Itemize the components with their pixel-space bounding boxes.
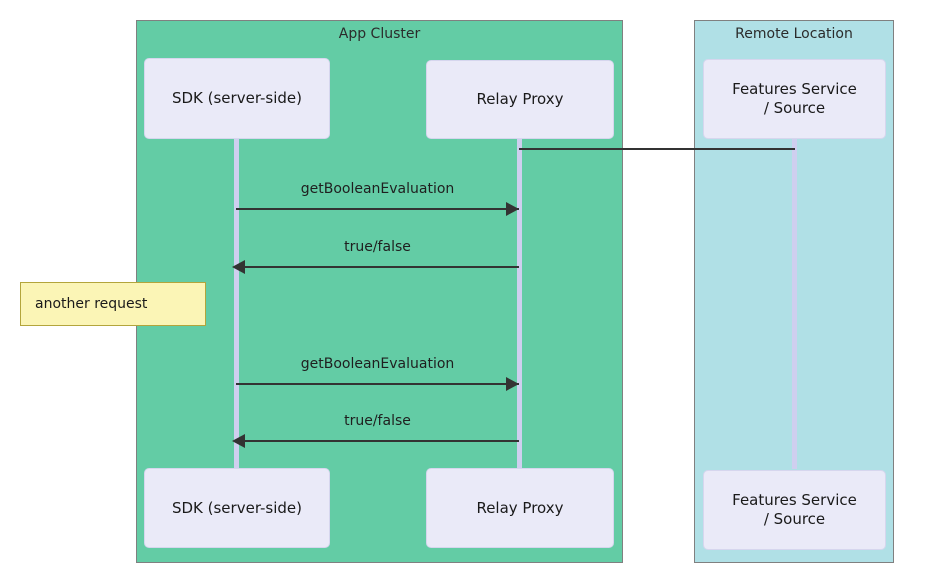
message-line-true-false-1 <box>236 266 519 268</box>
note-another-request-text: another request <box>35 296 148 312</box>
arrowhead-get-boolean-evaluation-1 <box>506 202 519 216</box>
lifeline-features-service <box>792 139 797 469</box>
participant-features-service-top[interactable]: Features Service / Source <box>703 59 886 139</box>
message-line-relay-to-features <box>519 148 795 150</box>
participant-sdk-bottom[interactable]: SDK (server-side) <box>144 468 330 548</box>
message-line-get-boolean-evaluation-2 <box>236 383 519 385</box>
message-line-get-boolean-evaluation-1 <box>236 208 519 210</box>
participant-features-service-bottom[interactable]: Features Service / Source <box>703 470 886 550</box>
participant-relay-proxy-top[interactable]: Relay Proxy <box>426 60 614 139</box>
participant-relay-proxy-bottom[interactable]: Relay Proxy <box>426 468 614 548</box>
message-label-get-boolean-evaluation-2: getBooleanEvaluation <box>300 356 455 372</box>
lifeline-sdk <box>234 139 239 469</box>
note-another-request: another request <box>20 282 206 326</box>
arrowhead-true-false-1 <box>232 260 245 274</box>
group-remote-location-label: Remote Location <box>735 26 853 42</box>
message-label-get-boolean-evaluation-1: getBooleanEvaluation <box>300 181 455 197</box>
message-line-true-false-2 <box>236 440 519 442</box>
arrowhead-true-false-2 <box>232 434 245 448</box>
participant-sdk-top[interactable]: SDK (server-side) <box>144 58 330 139</box>
group-app-cluster-label: App Cluster <box>338 26 421 42</box>
message-label-true-false-2: true/false <box>344 413 411 429</box>
message-label-true-false-1: true/false <box>344 239 411 255</box>
lifeline-relay-proxy <box>517 139 522 469</box>
arrowhead-get-boolean-evaluation-2 <box>506 377 519 391</box>
